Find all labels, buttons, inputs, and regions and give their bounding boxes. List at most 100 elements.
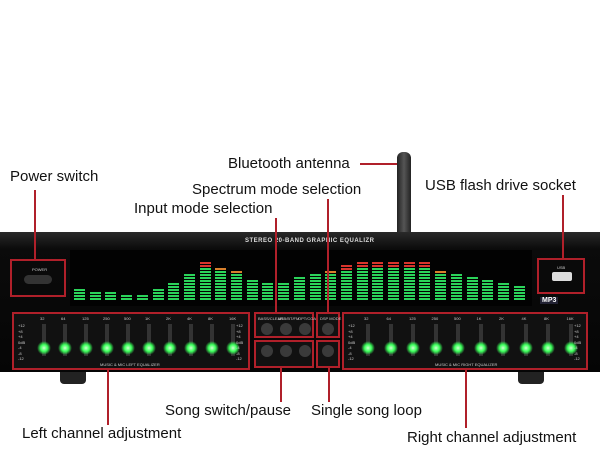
input-mode-button[interactable] [280, 323, 292, 335]
eq-slider-250[interactable] [100, 324, 114, 356]
left-eq-label: MUSIC & MIC LEFT EQUALIZER [99, 362, 161, 367]
spectrum-bar [168, 282, 180, 300]
right-eq-label: MUSIC & MIC RIGHT EQUALIZER [434, 362, 499, 367]
spectrum-bar [74, 288, 85, 300]
label-left-channel: Left channel adjustment [22, 425, 182, 442]
eq-slider-4K[interactable] [518, 324, 533, 356]
db-label: 0dB [574, 339, 582, 345]
spectrum-bar [199, 261, 211, 300]
eq-slider-8K[interactable] [205, 324, 219, 356]
spectrum-bar [262, 282, 274, 300]
eq-slider-1K[interactable] [142, 324, 156, 356]
play-pause-button[interactable] [261, 345, 273, 357]
db-label: -12 [574, 356, 580, 361]
spectrum-bar [340, 264, 352, 300]
label-power-switch: Power switch [10, 168, 99, 185]
eq-slider-32[interactable] [37, 324, 51, 356]
eq-slider-2K[interactable] [163, 324, 177, 356]
device-foot [518, 372, 544, 384]
usb-socket[interactable] [552, 272, 572, 281]
eq-slider-16K[interactable] [226, 324, 240, 356]
dsp-mode-button[interactable] [322, 323, 334, 335]
slider-led [184, 341, 198, 355]
slider-led [383, 341, 398, 355]
input-mode-buttons: BASS/CLEAR USB/BT/FM OPT/COA [254, 312, 317, 338]
slider-led [205, 341, 219, 355]
button-label: USB/BT/FM [278, 316, 300, 321]
eq-slider-64[interactable] [58, 324, 72, 356]
band-label: 8K [544, 316, 549, 321]
label-right-channel: Right channel adjustment [407, 429, 577, 446]
db-label: 0dB [348, 339, 356, 345]
eq-slider-500[interactable] [451, 324, 465, 356]
db-label: +8 [348, 328, 353, 334]
eq-slider-125[interactable] [406, 324, 420, 356]
slider-led [541, 341, 555, 355]
loop-box [316, 340, 340, 368]
eq-slider-4K[interactable] [184, 324, 198, 356]
spectrum-bar [293, 276, 305, 300]
db-label: +4 [574, 334, 579, 339]
label-single-loop: Single song loop [311, 402, 422, 419]
db-label: -4 [18, 345, 22, 350]
band-label: 500 [454, 316, 461, 321]
band-label: 1K [145, 316, 150, 321]
db-label: -8 [18, 350, 22, 356]
device-foot [60, 372, 86, 384]
spectrum-bar [309, 273, 321, 300]
spectrum-bar [89, 291, 101, 300]
band-label: 64 [386, 316, 391, 321]
eq-slider-64[interactable] [383, 324, 398, 356]
bass-clear-button[interactable] [261, 323, 273, 335]
eq-slider-500[interactable] [121, 324, 135, 356]
slider-led [361, 341, 375, 355]
slider-led [451, 341, 465, 355]
db-label: +8 [18, 328, 23, 334]
previous-button[interactable] [280, 345, 292, 357]
band-label: 500 [124, 316, 131, 321]
db-label: +4 [18, 334, 23, 339]
db-label: +12 [18, 323, 25, 328]
slider-led [58, 341, 72, 355]
song-switch-box [254, 340, 314, 368]
db-label: -4 [348, 345, 352, 350]
eq-slider-125[interactable] [79, 324, 93, 356]
next-button[interactable] [299, 345, 311, 357]
band-label: 2K [166, 316, 171, 321]
band-label: 250 [431, 316, 439, 321]
single-loop-button[interactable] [322, 345, 334, 357]
slider-led [163, 341, 177, 355]
eq-slider-250[interactable] [428, 324, 443, 356]
db-label: +12 [236, 323, 243, 328]
band-label: 32 [40, 316, 45, 321]
spectrum-bar [419, 261, 431, 300]
eq-slider-2K[interactable] [496, 324, 510, 356]
label-bluetooth-antenna: Bluetooth antenna [228, 155, 350, 172]
spectrum-bar [105, 291, 117, 300]
spectrum-bar [356, 261, 368, 300]
eq-slider-32[interactable] [361, 324, 375, 356]
slider-led [121, 341, 135, 355]
db-label: -4 [574, 345, 578, 350]
spectrum-bar [388, 261, 399, 300]
spectrum-display [70, 250, 532, 306]
slider-led [518, 341, 533, 355]
power-switch-box: POWER [10, 259, 66, 297]
power-switch[interactable] [24, 275, 52, 284]
eq-slider-16K[interactable] [563, 324, 578, 356]
band-label: 2K [499, 316, 504, 321]
panel-title: STEREO 20-BAND GRAPHIC EQUALIZR [245, 238, 375, 244]
slider-led [563, 341, 578, 355]
spectrum-bar [278, 282, 290, 300]
db-label: 0dB [18, 339, 26, 345]
label-song-switch: Song switch/pause [165, 402, 291, 419]
opt-coa-button[interactable] [299, 323, 311, 335]
db-label: +8 [574, 328, 579, 334]
eq-slider-1K[interactable] [473, 324, 488, 356]
button-label: BASS/CLEAR [258, 316, 284, 321]
label-spectrum-mode: Spectrum mode selection [192, 181, 362, 198]
band-label: 125 [409, 316, 416, 321]
button-label: OPT/COA [298, 316, 317, 321]
eq-slider-8K[interactable] [541, 324, 555, 356]
band-label: 250 [103, 316, 110, 321]
